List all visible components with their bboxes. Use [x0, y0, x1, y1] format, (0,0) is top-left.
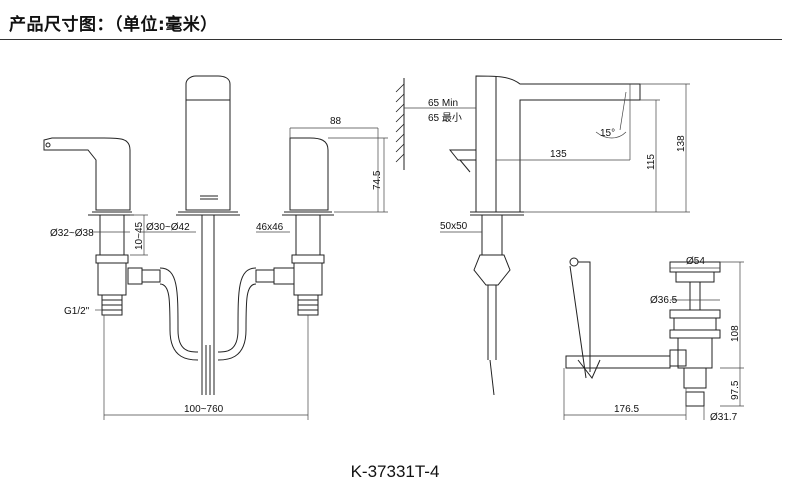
dim-65-min-cn: 65 最小 [428, 112, 462, 124]
dim-d54: Ø54 [686, 256, 705, 267]
dim-46x46: 46x46 [256, 222, 284, 233]
dim-d36-5: Ø36.5 [650, 295, 678, 306]
page-title: 产品尺寸图：（单位:毫米） [9, 15, 218, 35]
center-spout [176, 75, 240, 395]
technical-drawing: Ø32~Ø38 10~45 Ø30~Ø42 46x46 G1/2" 100~76… [43, 75, 744, 423]
dim-138: 138 [676, 135, 687, 152]
s-hoses [159, 267, 257, 361]
popup-drain [565, 257, 721, 407]
dim-10-45: 10~45 [134, 221, 145, 250]
dim-d30-42: Ø30~Ø42 [146, 222, 190, 233]
dim-97-5: 97.5 [730, 380, 741, 400]
dim-88: 88 [330, 116, 342, 127]
header-rule [0, 39, 782, 40]
dim-d31-7: Ø31.7 [710, 412, 738, 423]
model-number: K-37331T-4 [350, 462, 440, 481]
dim-176-5: 176.5 [614, 404, 639, 415]
dim-115: 115 [646, 154, 657, 170]
side-view-dimensions [404, 83, 690, 233]
header: 产品尺寸图：（单位:毫米） [0, 0, 790, 40]
front-view-dimensions [92, 127, 388, 420]
side-view [395, 75, 641, 396]
right-handle-valve [255, 137, 334, 316]
dim-135: 135 [550, 149, 567, 160]
left-handle-valve [43, 137, 161, 316]
dim-65-min: 65 Min [428, 98, 458, 109]
drain-dimensions [563, 261, 744, 420]
dim-108: 108 [730, 325, 741, 342]
dim-74-5: 74.5 [372, 170, 383, 190]
dim-100-760: 100~760 [184, 404, 224, 415]
dim-g12: G1/2" [64, 306, 90, 317]
dim-15-degree: 15° [600, 128, 615, 139]
dim-50x50: 50x50 [440, 221, 468, 232]
dim-d32-38: Ø32~Ø38 [50, 228, 94, 239]
